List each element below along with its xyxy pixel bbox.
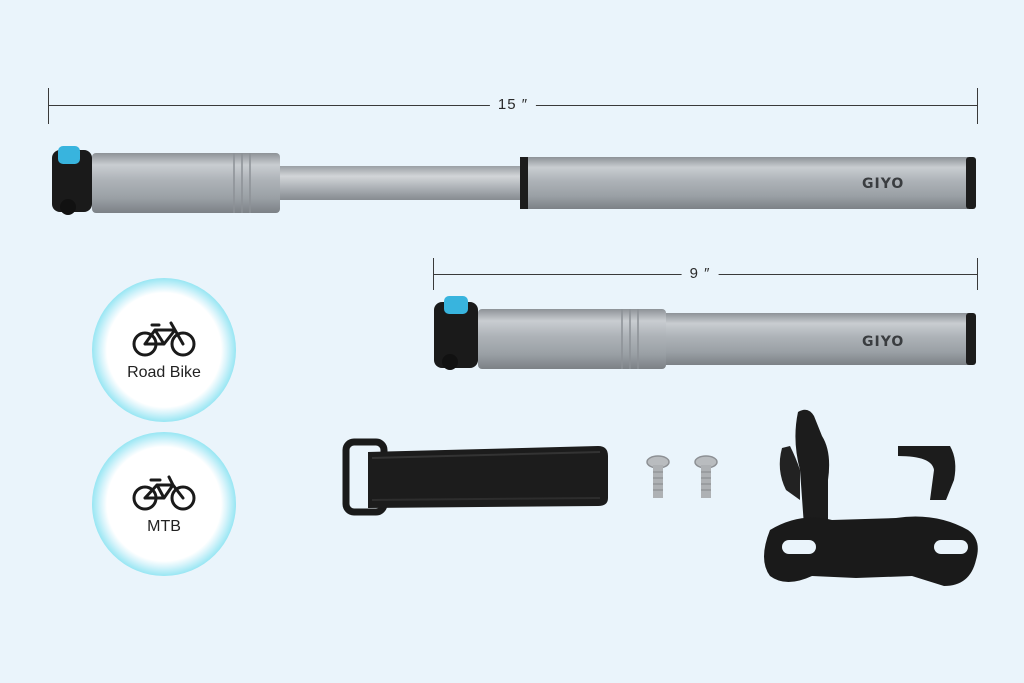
road-bike-badge: Road Bike <box>92 278 236 422</box>
dimension-label-15: 15 ″ <box>489 96 537 113</box>
road-bike-icon <box>132 321 196 357</box>
dimension-tick-left-15 <box>48 88 49 124</box>
long-pump-brand: GIYO <box>862 176 904 192</box>
short-pump-brand: GIYO <box>862 334 904 350</box>
mtb-label: MTB <box>147 518 181 535</box>
dimension-tick-right-9 <box>977 258 978 290</box>
mtb-badge: MTB <box>92 432 236 576</box>
dimension-label-9: 9 ″ <box>681 265 719 282</box>
road-bike-label: Road Bike <box>127 364 201 381</box>
mountain-bike-icon <box>132 475 196 511</box>
dimension-tick-right-15 <box>977 88 978 124</box>
